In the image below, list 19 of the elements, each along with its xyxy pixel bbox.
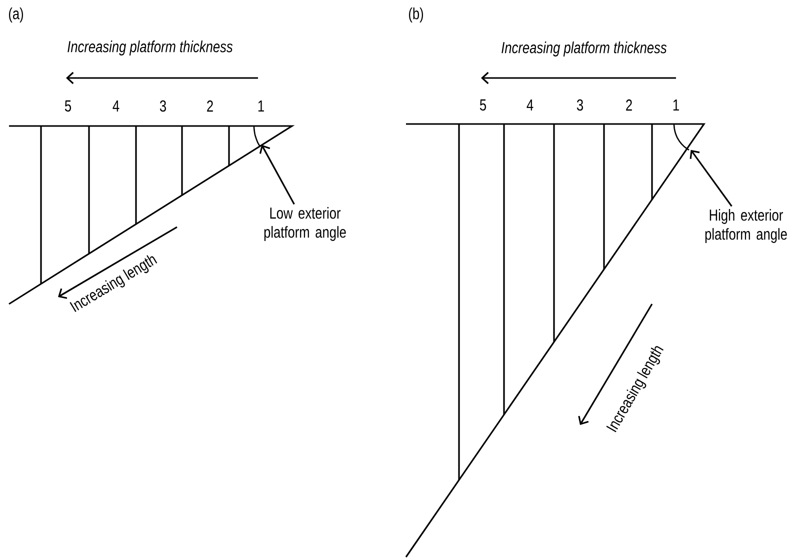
leader-line xyxy=(690,150,732,207)
position-number: 5 xyxy=(480,99,486,111)
position-number: 5 xyxy=(64,100,72,112)
panel-label: (a) xyxy=(8,8,24,22)
position-number: 2 xyxy=(207,100,213,112)
position-number: 2 xyxy=(626,99,632,111)
angle-arc xyxy=(253,126,260,146)
position-number: 3 xyxy=(160,100,166,112)
callout-text: Low exterior platform angle xyxy=(264,207,346,241)
direction-caption: Increasing platform thickness xyxy=(502,42,667,56)
angle-arc xyxy=(673,124,690,151)
callout-text: High exterior platform angle xyxy=(705,209,787,243)
position-number: 4 xyxy=(112,100,120,112)
leader-line xyxy=(259,144,295,205)
panel-label: (b) xyxy=(408,8,424,22)
position-number: 1 xyxy=(258,100,264,112)
direction-caption: Increasing platform thickness xyxy=(68,40,233,56)
position-number: 4 xyxy=(526,100,534,110)
position-number: 3 xyxy=(576,99,583,111)
